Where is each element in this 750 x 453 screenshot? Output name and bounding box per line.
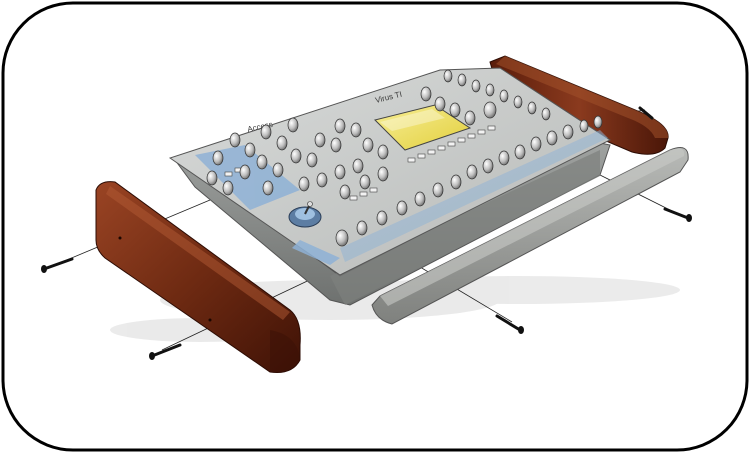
display-screen <box>374 104 472 151</box>
screw-icon <box>41 257 74 273</box>
screw-icon <box>663 207 692 222</box>
wood-side-panel-left <box>95 181 301 373</box>
joystick-dial <box>288 201 322 228</box>
screw-icon <box>638 106 654 120</box>
button-rows <box>224 125 496 201</box>
screw-icon <box>149 343 182 360</box>
screw-icon <box>495 314 524 334</box>
palm-rest <box>371 147 689 325</box>
screws <box>41 106 692 360</box>
main-unit: Access Virus TI <box>168 67 612 306</box>
knobs <box>206 69 603 247</box>
